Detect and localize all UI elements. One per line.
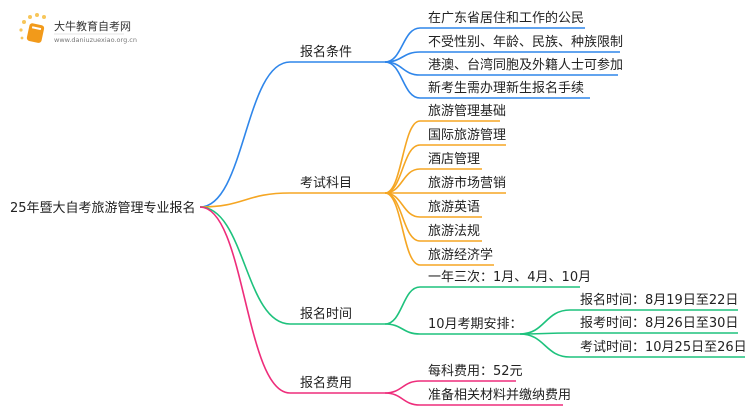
child-label: 一年三次：1月、4月、10月 (428, 269, 591, 285)
branch-connector (199, 61, 385, 208)
child-label: 酒店管理 (428, 152, 480, 167)
child-connector (384, 192, 494, 266)
logo-title: 大牛教育自考网 (54, 19, 131, 33)
child-label: 旅游法规 (428, 224, 480, 239)
branch-label: 考试科目 (300, 176, 352, 191)
branch-connector (199, 206, 385, 325)
branch-connector (199, 206, 385, 394)
child-label: 旅游管理基础 (428, 104, 506, 119)
child-connector (384, 286, 580, 325)
schedule-item: 报名时间：8月19日至22日 (580, 292, 738, 308)
child-connector (384, 168, 482, 194)
logo-url: www.daniuzuexiao.org.cn (54, 36, 137, 44)
child-connector (384, 120, 500, 194)
root-topic: 25年暨大自考旅游管理专业报名 (10, 200, 196, 216)
child-label: 旅游经济学 (428, 247, 493, 263)
child-label: 10月考期安排： (428, 317, 523, 332)
logo: 大牛教育自考网 www.daniuzuexiao.org.cn (19, 13, 137, 44)
child-label: 准备相关材料并缴纳费用 (428, 387, 571, 403)
child-connector (384, 392, 563, 406)
child-connector (384, 144, 506, 194)
child-label: 每科费用：52元 (428, 363, 523, 379)
child-label: 旅游英语 (428, 200, 480, 215)
branch-label: 报名费用 (300, 375, 352, 391)
sub-connector (519, 332, 738, 335)
branch-connector (199, 192, 385, 208)
schedule-item: 报考时间：8月26日至30日 (580, 316, 738, 331)
child-connector (384, 61, 590, 99)
child-label: 国际旅游管理 (428, 128, 506, 143)
book-logo-icon (19, 13, 46, 43)
child-label: 在广东省居住和工作的公民 (428, 10, 584, 26)
child-connector (384, 323, 520, 335)
branch-label: 报名条件 (300, 44, 352, 60)
schedule-item: 考试时间：10月25日至26日 (580, 340, 747, 355)
branch-label: 报名时间 (300, 306, 352, 322)
child-label: 新考生需办理新生报名手续 (428, 80, 584, 96)
child-label: 旅游市场营销 (428, 175, 506, 191)
sub-connector (519, 333, 745, 358)
child-label: 不受性别、年龄、民族、种族限制 (428, 34, 623, 50)
child-label: 港澳、台湾同胞及外籍人士可参加 (428, 57, 623, 73)
